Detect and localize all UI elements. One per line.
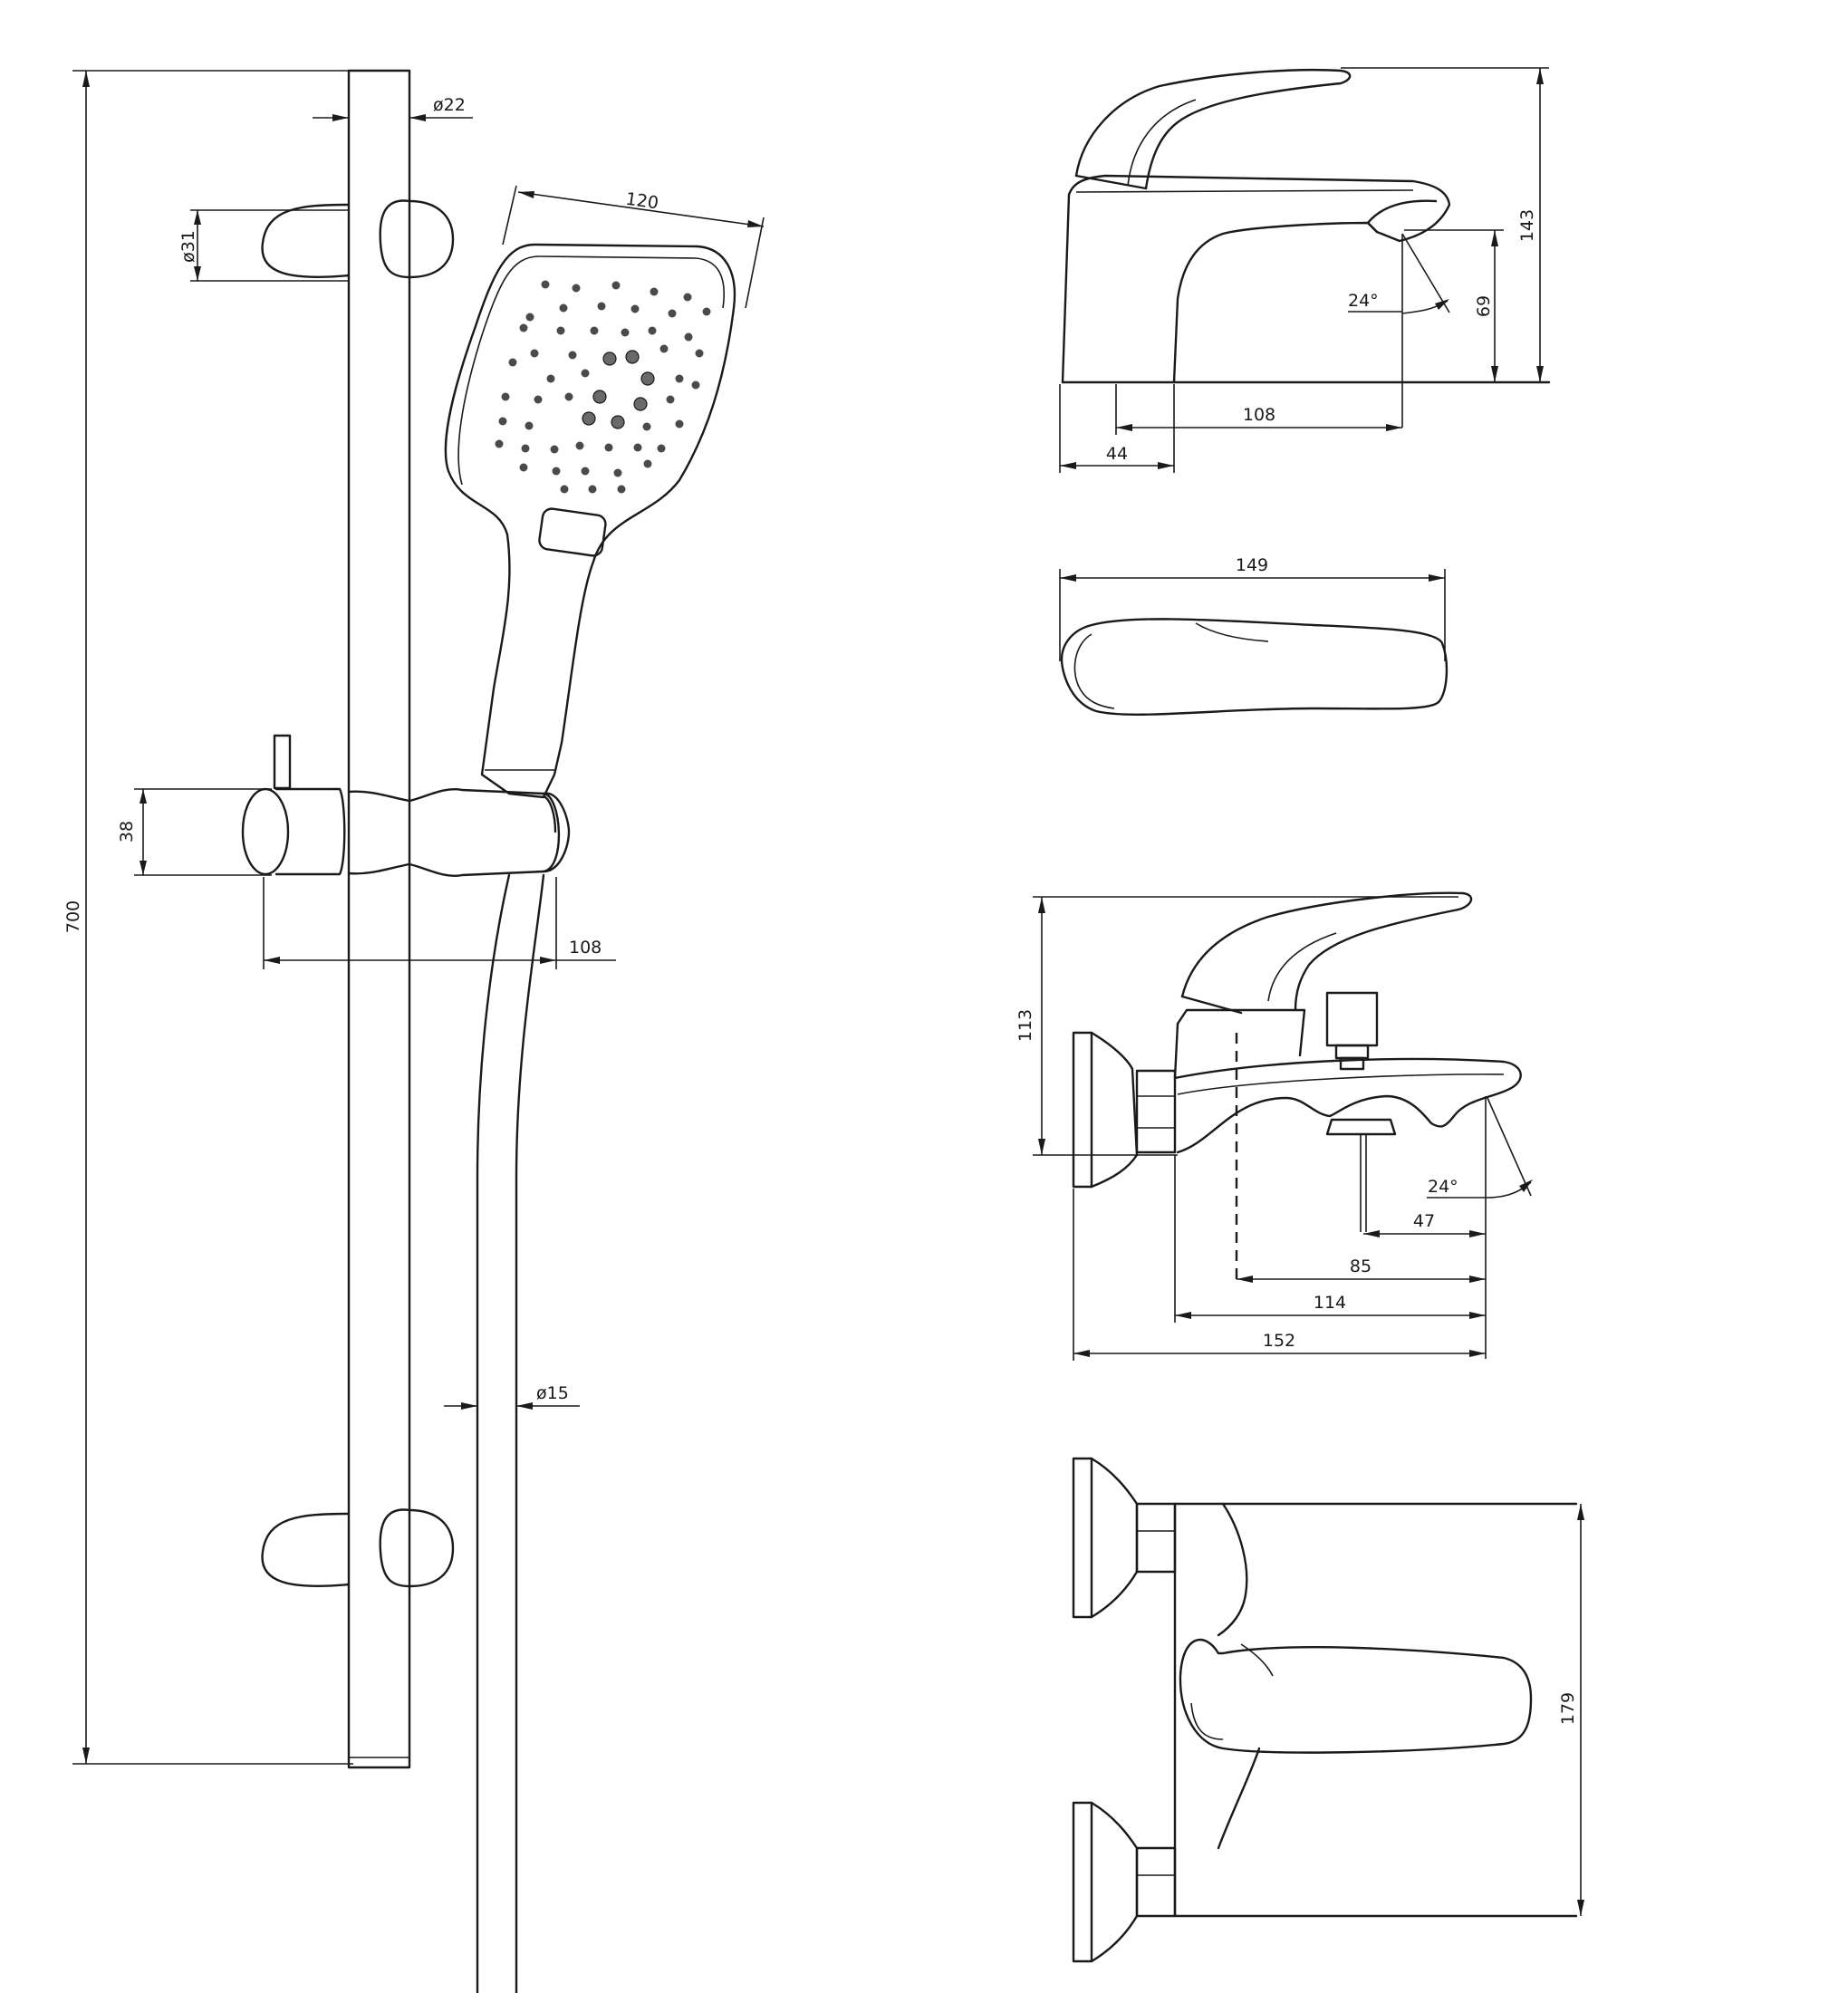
label-handle-length: 149	[1236, 555, 1268, 575]
shower-hose	[476, 873, 545, 1993]
label-basin-spout-angle: 24°	[1348, 291, 1379, 311]
handle-top-view: 149	[1059, 555, 1449, 716]
dim-rail-diameter: ø22	[313, 71, 473, 127]
dim-hose-diameter: ø15	[444, 1383, 580, 1410]
dim-bath-diverter-offset: 47	[1363, 1211, 1486, 1237]
sliding-holder	[241, 734, 571, 877]
label-basin-spout-reach: 108	[1243, 405, 1275, 425]
hand-shower	[444, 243, 736, 799]
dim-bath-top-width: 179	[1558, 1504, 1584, 1916]
dim-slider-depth: 108	[263, 877, 616, 969]
dim-head-width: 120	[502, 185, 765, 309]
dim-handle-length: 149	[1059, 555, 1446, 661]
label-bath-body-length: 114	[1314, 1293, 1346, 1313]
label-bath-diverter-offset: 47	[1413, 1211, 1435, 1231]
dim-bath-axis-offset: 85	[1237, 1256, 1486, 1283]
dim-basin-base: 44	[1059, 384, 1175, 473]
spray-nozzles	[495, 280, 711, 494]
label-basin-spout-height: 69	[1474, 295, 1494, 317]
dim-basin-spout-height: 69	[1404, 229, 1504, 382]
dim-slider-height: 38	[117, 788, 272, 876]
label-bath-spout-angle: 24°	[1428, 1177, 1458, 1197]
bath-mixer-side-view: 113 24° 47 85 114	[1015, 891, 1533, 1361]
label-hose-diameter: ø15	[536, 1383, 569, 1403]
label-bath-top-width: 179	[1558, 1692, 1578, 1725]
bottom-wall-bracket	[261, 1508, 455, 1588]
dim-basin-spout-angle: 24°	[1348, 233, 1450, 428]
label-basin-base: 44	[1106, 444, 1128, 464]
dim-bath-height: 113	[1015, 896, 1458, 1156]
label-head-width: 120	[624, 189, 659, 214]
dim-bath-spout-angle: 24°	[1427, 1096, 1533, 1359]
dim-basin-height: 143	[1341, 67, 1549, 382]
label-slider-height: 38	[117, 821, 137, 842]
dim-bath-total-length: 152	[1073, 1189, 1486, 1361]
label-basin-height: 143	[1517, 209, 1537, 242]
label-bath-total-length: 152	[1263, 1331, 1295, 1351]
label-bracket-diameter: ø31	[178, 230, 198, 263]
label-bath-height: 113	[1015, 1009, 1035, 1042]
shower-rail	[347, 69, 411, 1769]
shower-rail-set: 700 ø22 ø31 38	[63, 69, 765, 1993]
dim-bath-body-length: 114	[1174, 1155, 1486, 1323]
label-rail-height: 700	[63, 900, 83, 933]
dim-bracket-diameter: ø31	[178, 209, 349, 282]
label-slider-depth: 108	[569, 938, 602, 958]
bath-mixer-top-view: 179	[1072, 1457, 1584, 1963]
label-bath-axis-offset: 85	[1350, 1256, 1372, 1276]
basin-mixer-side-view: 143 69 24° 108	[1059, 67, 1551, 473]
dim-rail-height: 700	[63, 70, 408, 1765]
label-rail-diameter: ø22	[433, 95, 466, 115]
dim-basin-spout-reach: 108	[1115, 384, 1402, 435]
top-wall-bracket	[261, 199, 455, 279]
